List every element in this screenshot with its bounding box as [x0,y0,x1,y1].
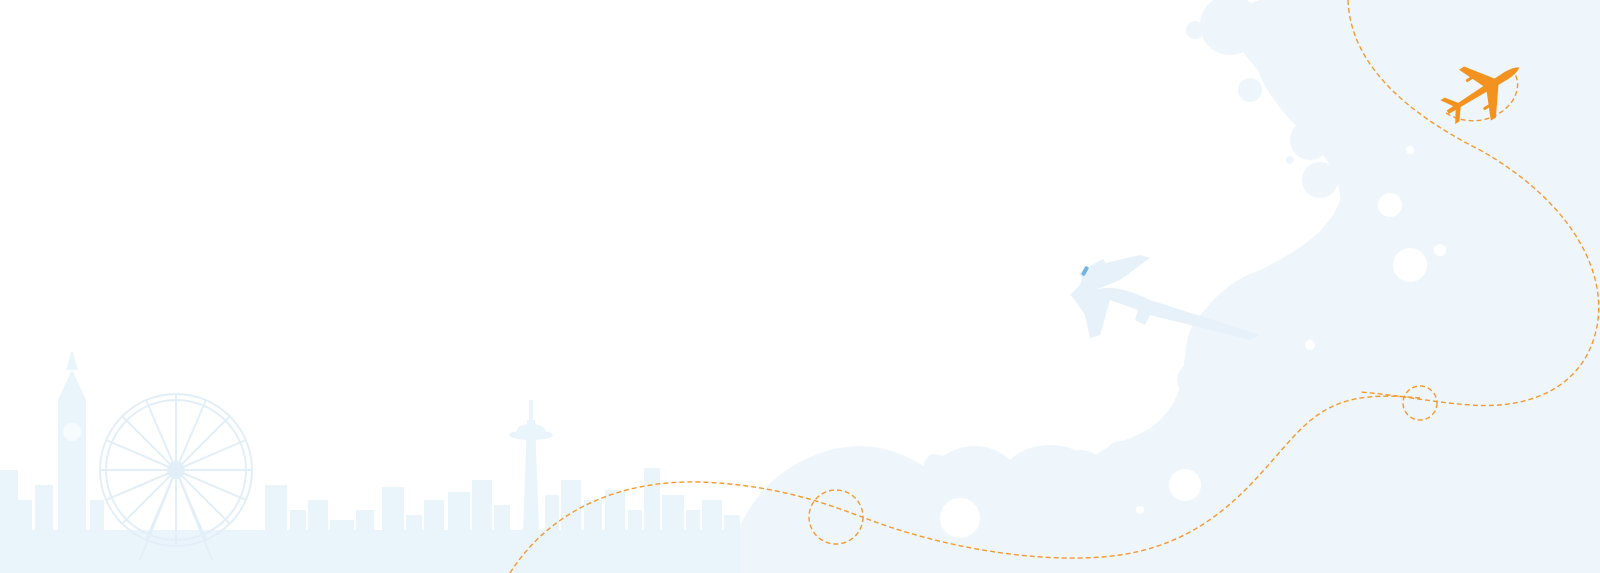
airplane-silhouette [1070,255,1260,340]
clock-icon [63,423,81,441]
airplane-icon [1440,66,1520,125]
cloud-highlights [940,146,1446,538]
cloud-splash [720,0,1600,573]
ferris-wheel [99,393,253,561]
blue-marker [1081,266,1089,276]
city-skyline-silhouette [0,350,740,573]
dashed-flight-path [509,0,1600,573]
